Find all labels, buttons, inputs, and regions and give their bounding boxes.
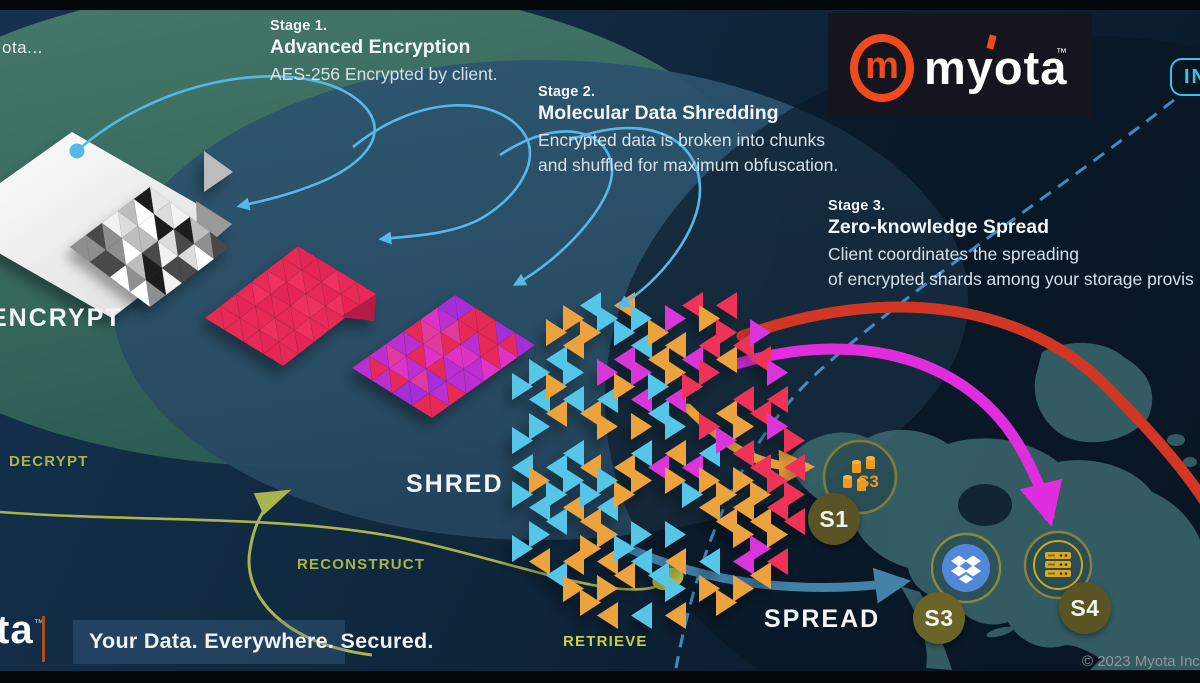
- stage-2-label: Stage 2.: [538, 84, 596, 100]
- stage-2-desc-line-2: and shuffled for maximum obfuscation.: [538, 155, 839, 175]
- aws-s3-icon-text: S3: [858, 472, 879, 491]
- spread-label: SPREAD: [764, 605, 881, 633]
- provider-badge-s3: S3: [913, 592, 965, 644]
- arrow-magenta: [730, 343, 1063, 527]
- shred-label: SHRED: [406, 470, 504, 498]
- top-letterbox-bar: [0, 0, 1200, 10]
- myota-wordmark: myota: [924, 41, 1068, 94]
- arrow-to-shards: [569, 126, 702, 308]
- dropbox-icon: [930, 532, 1002, 604]
- provider-badge-s4: S4: [1059, 582, 1111, 634]
- arrow-to-pink: [352, 104, 532, 245]
- stage-2-block: Stage 2. Molecular Data Shredding Encryp…: [538, 84, 838, 178]
- top-left-text-fragment: ota...: [2, 38, 43, 57]
- myota-logo-lockup: m myota ™: [828, 13, 1092, 118]
- dashed-route-line: [674, 98, 1175, 669]
- stage-3-label: Stage 3.: [828, 198, 886, 214]
- stage-3-block: Stage 3. Zero-knowledge Spread Client co…: [828, 198, 1194, 292]
- provider-badge-s1: S1: [808, 493, 860, 545]
- arrow-red: [736, 301, 1200, 505]
- stage-3-title: Zero-knowledge Spread: [828, 216, 1050, 238]
- footer-wordmark-fragment: ta: [0, 608, 34, 652]
- tagline-backdrop: [73, 620, 345, 664]
- shredded-tile-purple: [351, 294, 536, 419]
- stage-3-desc-line-2: of encrypted shards among your storage p…: [828, 269, 1194, 289]
- wordmark-trademark: ™: [1056, 47, 1067, 59]
- footer-divider: [42, 616, 45, 662]
- stage-1-label: Stage 1.: [270, 18, 328, 34]
- footer-wordmark-trademark: ™: [34, 618, 44, 629]
- bottom-letterbox-bar: [0, 671, 1200, 683]
- decrypt-label: DECRYPT: [9, 453, 89, 470]
- shredded-tile-pink: [204, 245, 377, 367]
- server-stack-icon: [1023, 530, 1093, 600]
- arrow-to-purple: [499, 130, 614, 286]
- tagline-text: Your Data. Everywhere. Secured.: [89, 629, 434, 653]
- stage-2-title: Molecular Data Shredding: [538, 102, 779, 124]
- retrieve-label: RETRIEVE: [563, 633, 648, 650]
- myota-ring-m-icon: m: [850, 34, 914, 102]
- shard-scatter: [512, 292, 805, 629]
- encrypted-tile: [69, 186, 231, 308]
- encrypt-label: ENCRYPT: [0, 304, 123, 332]
- retrieve-curve: [0, 510, 656, 591]
- stage-2-desc-line-1: Encrypted data is broken into chunks: [538, 130, 825, 150]
- arrow-to-encrypted: [76, 75, 376, 211]
- arrow-steelblue: [617, 540, 911, 604]
- provider-icons: [822, 439, 1093, 604]
- stage-3-desc-line-1: Client coordinates the spreading: [828, 244, 1079, 264]
- stage-1-desc: AES-256 Encrypted by client.: [270, 64, 498, 84]
- stage-arrows: [69, 75, 702, 308]
- interactive-button[interactable]: IN: [1170, 58, 1200, 96]
- reconstruct-label: RECONSTRUCT: [297, 556, 426, 573]
- copyright-text: © 2023 Myota Inc: [1082, 653, 1200, 670]
- stage-1-block: Stage 1. Advanced Encryption AES-256 Enc…: [270, 18, 498, 87]
- stage-1-title: Advanced Encryption: [270, 36, 471, 58]
- decrypt-arrow: [247, 489, 373, 657]
